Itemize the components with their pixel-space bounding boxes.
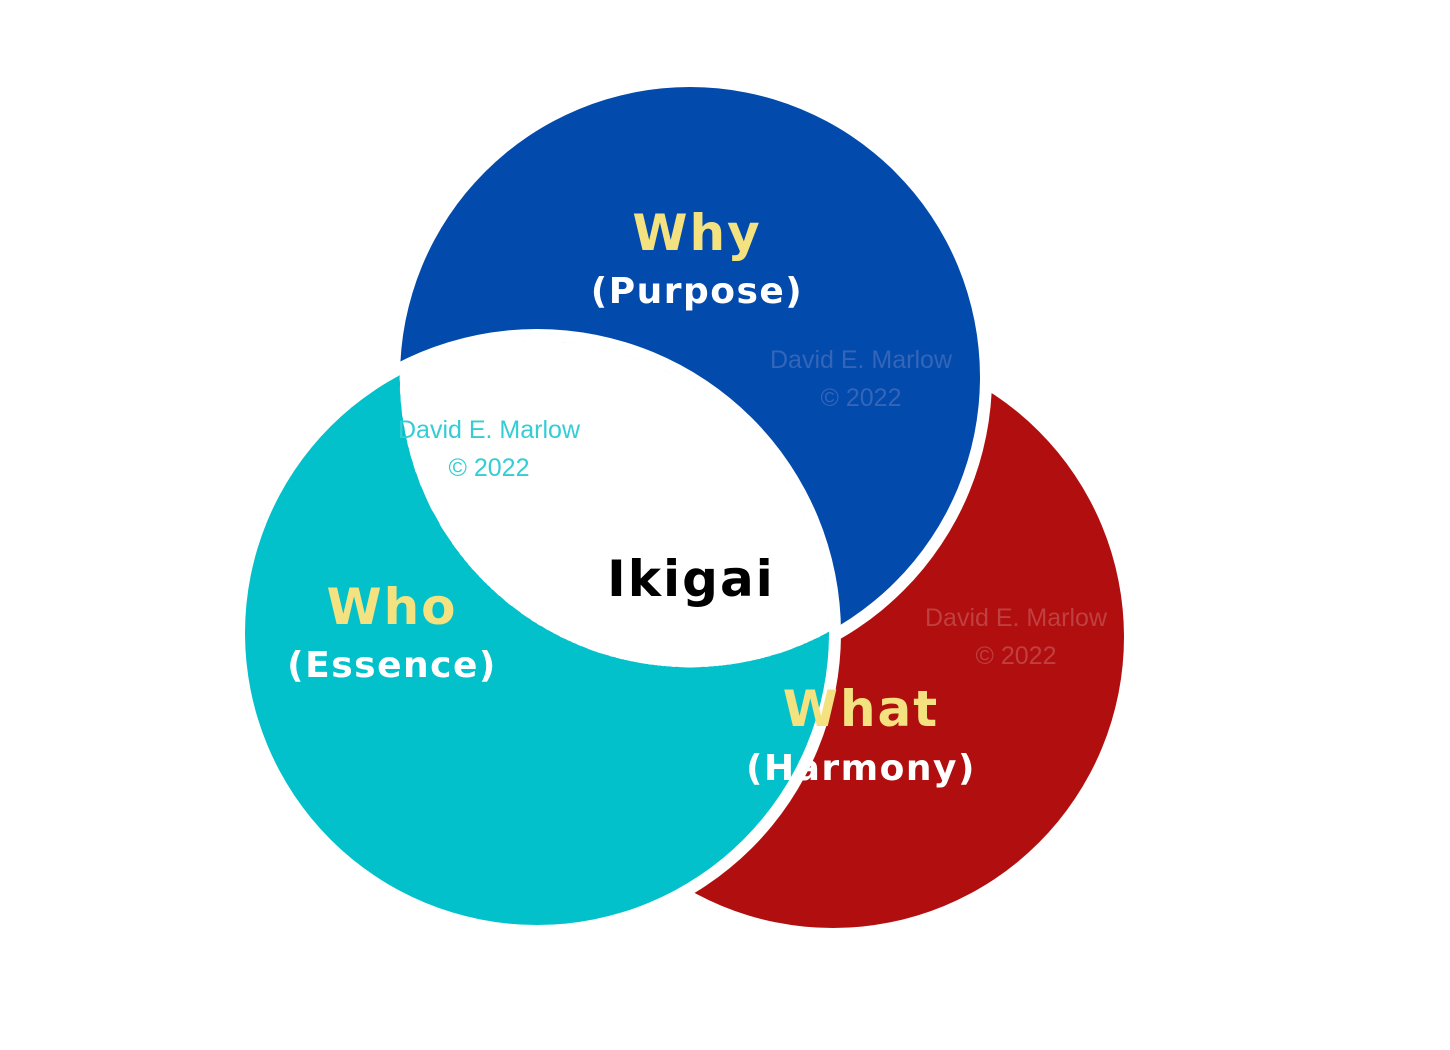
what-watermark-year: © 2022	[976, 642, 1057, 670]
why-watermark-year: © 2022	[821, 384, 902, 412]
why-watermark-name: David E. Marlow	[770, 346, 953, 374]
what-watermark-name: David E. Marlow	[925, 604, 1108, 632]
what-subtitle: (Harmony)	[746, 748, 976, 789]
center-intersection-lower	[399, 340, 830, 668]
center-label: Ikigai	[607, 550, 775, 608]
why-title: Why	[632, 204, 761, 262]
who-watermark-year: © 2022	[449, 454, 530, 482]
who-watermark-name: David E. Marlow	[398, 416, 581, 444]
center-intersection-fill	[399, 340, 830, 668]
why-subtitle: (Purpose)	[591, 271, 804, 312]
who-title: Who	[326, 578, 457, 636]
what-title: What	[783, 680, 939, 738]
who-subtitle: (Essence)	[287, 645, 497, 686]
